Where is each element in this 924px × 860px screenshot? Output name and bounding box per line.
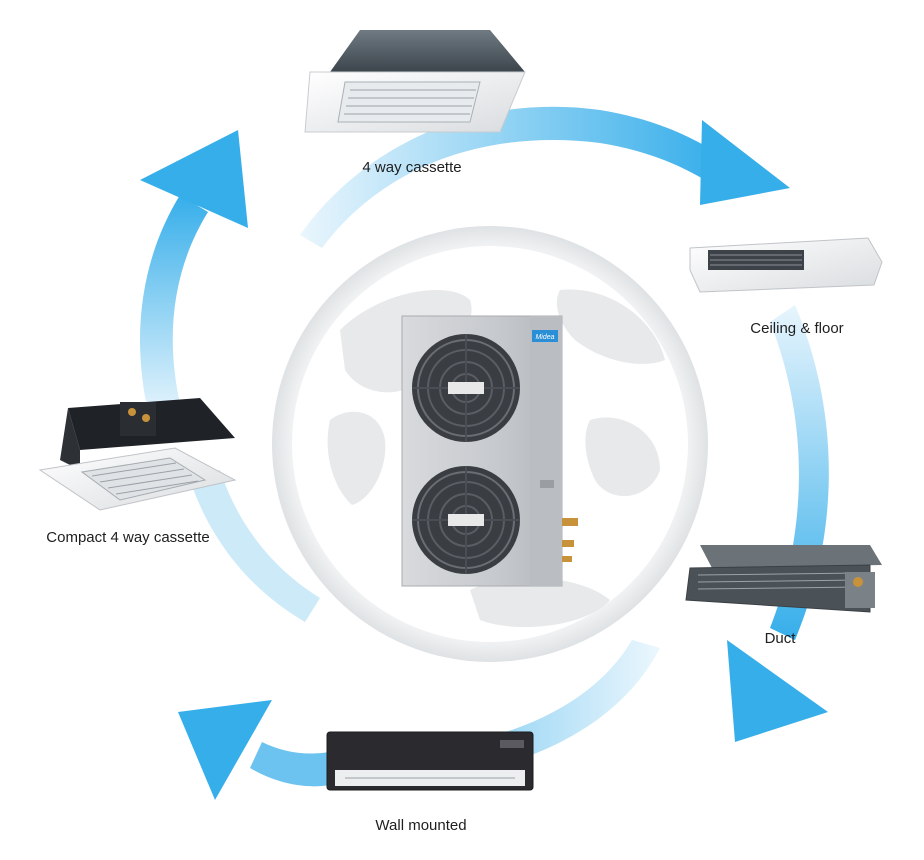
wall-mounted-label: Wall mounted	[375, 817, 466, 834]
lower-fan-icon	[412, 466, 520, 574]
compact-four-way-cassette-unit: Compact 4 way cassette	[38, 398, 237, 546]
duct-label: Duct	[765, 630, 797, 647]
arrowhead-bottom	[178, 700, 272, 800]
arrow-top-right	[300, 106, 720, 248]
compact-four-way-cassette-label: Compact 4 way cassette	[46, 529, 209, 546]
ceiling-floor-label: Ceiling & floor	[750, 320, 843, 337]
upper-fan-icon	[412, 334, 520, 442]
outdoor-unit: Midea	[401, 315, 578, 587]
arrow-bottom-left	[250, 742, 330, 787]
arrow-left-lower	[190, 470, 320, 622]
wall-mounted-unit: Wall mounted	[326, 731, 534, 834]
four-way-cassette-unit: 4 way cassette	[304, 30, 526, 176]
ceiling-floor-unit: Ceiling & floor	[689, 237, 883, 337]
arrowhead-right	[727, 640, 828, 742]
arrowhead-left	[140, 130, 248, 228]
arrowhead-top-right	[700, 120, 790, 205]
arrow-left-upper	[140, 195, 208, 420]
duct-unit: Duct	[685, 545, 882, 647]
four-way-cassette-label: 4 way cassette	[362, 159, 461, 176]
valve-icon	[562, 518, 578, 562]
brand-name: Midea	[535, 334, 554, 341]
brand-badge	[532, 330, 558, 342]
